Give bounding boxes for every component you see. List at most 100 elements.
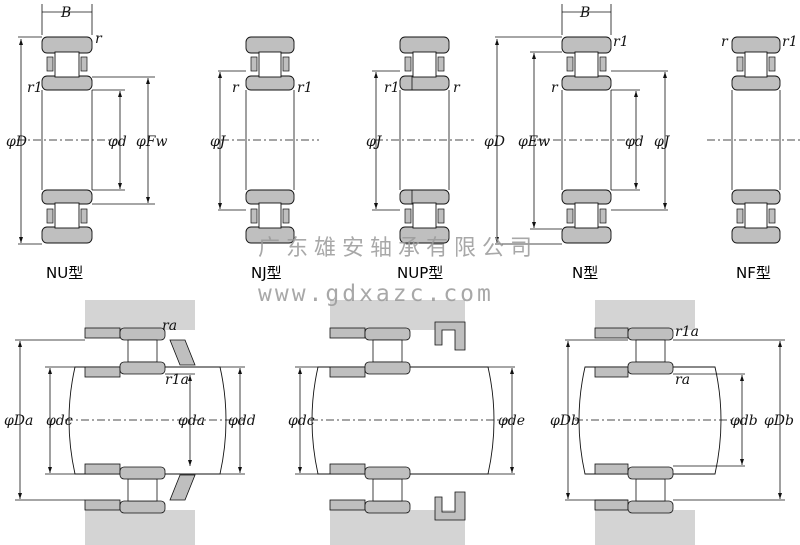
assembly-nup: φdc φde: [288, 300, 525, 545]
inner-ring: [41, 75, 93, 91]
arrow-head: [634, 91, 638, 97]
arrow-head: [118, 91, 122, 97]
cage: [46, 208, 54, 224]
arrow-head: [188, 460, 192, 466]
arrow-head: [146, 197, 150, 203]
cage: [80, 208, 88, 224]
lower-section: [399, 189, 450, 244]
arrow-head: [566, 493, 570, 499]
outer-ring: [731, 226, 781, 244]
label-db: φdb: [730, 413, 758, 429]
label-d-bore: φd: [625, 134, 644, 150]
label-d-outer: φD: [6, 134, 27, 150]
cage: [599, 208, 607, 224]
arrow-head: [740, 459, 744, 465]
label-ra: ra: [675, 372, 690, 388]
roller: [635, 478, 666, 502]
shaft: [578, 366, 722, 475]
label-j: φJ: [654, 134, 671, 150]
cage: [80, 56, 88, 72]
cage: [404, 208, 412, 224]
roller: [372, 339, 403, 363]
label-r1: r1: [27, 80, 43, 96]
upper-section: [561, 36, 612, 91]
label-de: φde: [498, 413, 525, 429]
cage: [404, 56, 412, 72]
bearing-upper: [364, 327, 411, 375]
spacer: [594, 327, 629, 339]
shaft-shoulder: [329, 366, 366, 378]
arrow-head: [188, 375, 192, 381]
label-d-bore: φd: [108, 134, 127, 150]
housing-top: [85, 300, 195, 330]
roller: [744, 202, 768, 229]
cage: [566, 56, 574, 72]
inner-ring: [245, 189, 295, 205]
end-cover: [434, 321, 466, 351]
lower-section: [561, 189, 612, 244]
cage: [566, 208, 574, 224]
spacer: [329, 499, 366, 511]
arrow-head: [146, 78, 150, 84]
upper-section: [245, 36, 295, 91]
outer-ring: [561, 36, 612, 54]
roller: [574, 202, 599, 229]
cage: [599, 56, 607, 72]
cage: [768, 208, 776, 224]
arrow-head: [374, 203, 378, 209]
inner-ring: [399, 75, 450, 91]
spacer: [329, 327, 366, 339]
label-r: r: [453, 80, 461, 96]
cage: [736, 208, 744, 224]
bearing-lower: [627, 466, 674, 514]
shaft-shoulder: [329, 463, 366, 475]
label-ra: ra: [162, 318, 177, 334]
outer-ring: [364, 500, 411, 514]
outer-ring: [399, 36, 450, 54]
spacer: [594, 499, 629, 511]
arrow-head: [48, 368, 52, 374]
cage: [437, 56, 445, 72]
inner-ring: [41, 189, 93, 205]
cage: [46, 56, 54, 72]
housing-bottom: [595, 510, 695, 545]
cage: [250, 56, 258, 72]
inner-ring: [731, 189, 781, 205]
label-j: φJ: [210, 134, 227, 150]
label-r: r: [721, 34, 729, 50]
arrow-head: [218, 72, 222, 78]
roller: [127, 339, 158, 363]
arrow-head: [238, 368, 242, 374]
arrow-head: [48, 467, 52, 473]
label-r1: r1: [384, 80, 400, 96]
cage: [282, 208, 290, 224]
shaft: [311, 366, 495, 475]
housing-bottom: [85, 510, 195, 545]
label-dd: φdd: [228, 413, 256, 429]
arrow-head: [19, 237, 23, 243]
upper-section: [41, 36, 93, 91]
end-cover: [434, 491, 466, 521]
housing-top: [595, 300, 695, 330]
cage: [282, 56, 290, 72]
label-ew: φEw: [518, 134, 550, 150]
label-da: φda: [178, 413, 205, 429]
collar: [169, 339, 196, 366]
label-da-housing: φDa: [4, 413, 33, 429]
lower-section: [245, 189, 295, 244]
outer-ring: [119, 500, 166, 514]
roller: [412, 51, 437, 78]
arrow-head: [495, 39, 499, 45]
label-b: B: [579, 5, 590, 21]
bearing-lower: [119, 466, 166, 514]
inner-ring: [245, 75, 295, 91]
label-db-right: φDb: [764, 413, 794, 429]
arrow-head: [298, 467, 302, 473]
arrow-head: [374, 72, 378, 78]
outer-ring: [627, 500, 674, 514]
label-dc: φdc: [288, 413, 315, 429]
inner-ring: [399, 189, 450, 205]
outer-ring: [245, 36, 295, 54]
